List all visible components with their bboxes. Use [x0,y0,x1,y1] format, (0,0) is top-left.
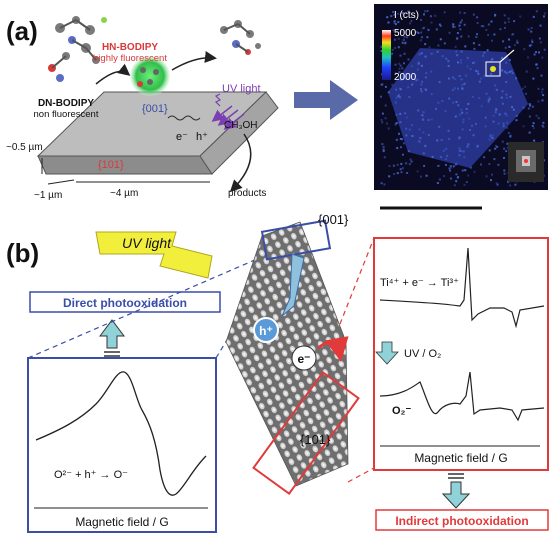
panel-b-label: (b) [6,238,39,268]
facet-001-label-b: {001} [318,212,349,227]
panel-a: (a) [6,4,548,210]
blue-connector-bottom [27,255,265,359]
red-connector-top [339,237,375,325]
electron-wave-icon [167,115,201,121]
left-epr-box [27,357,217,533]
up-arrow-icon [99,319,125,357]
facet-001-box [260,219,332,261]
uv-wave-icon [214,93,222,107]
width-long-label: ~4 µm [110,188,138,199]
dn-bodipy-label: DN-BODIPY [38,98,94,109]
big-blue-arrow [294,80,358,120]
colorbar-title: I (cts) [394,10,419,21]
right-species: O₂⁻ [392,405,411,417]
electron-curved-arrow [317,336,349,362]
hrtem-crystal [225,221,349,487]
facet-101-box [252,370,360,496]
panel-b: (b) UV light Direct photooxidation O²⁻ +… [6,212,549,533]
width-short-dim-line [47,179,75,185]
fluorescence-map: I (cts) 5000 2000 [374,4,548,190]
products-arrow [229,133,252,193]
right-condition: UV / O₂ [404,348,441,360]
hn-bodipy-label: HN-BODIPY [102,42,158,53]
hole-arrow-icon [281,253,305,317]
colorbar-min: 2000 [394,72,417,83]
hole-circle [253,317,279,343]
electron-label-a: e⁻ [176,131,188,143]
methanol-label: CH₃OH [224,120,258,131]
uv-light-label-b: UV light [122,235,172,251]
dn-bodipy-molecule-icon [48,16,107,82]
right-epr-spectrum-bottom [379,371,545,422]
hn-bodipy-glow-icon [130,56,170,96]
colorbar-max: 5000 [394,28,417,39]
width-short-label: ~1 µm [34,190,62,201]
colorbar [382,30,391,80]
down-arrow-icon [441,473,471,509]
product-molecule-icon [220,20,261,55]
reaction-arrow-out [171,51,217,71]
red-connector-bottom [347,467,375,483]
facet-101-label-a: {101} [98,159,124,171]
hole-label-a: h⁺ [196,131,208,143]
indirect-photooxidation-label: Indirect photooxidation [395,514,528,528]
left-epr-spectrum [35,371,207,496]
direct-photooxidation-label: Direct photooxidation [63,296,187,310]
electron-label-b: e⁻ [297,352,310,366]
facet-101-label-b: {101} [300,432,331,447]
right-xlabel: Magnetic field / G [414,451,507,465]
right-epr-spectrum-top [379,247,545,329]
reaction-arrow-in [95,63,131,85]
left-xlabel: Magnetic field / G [75,515,168,529]
products-label: products [228,188,266,199]
uv-arrow-1 [211,105,233,122]
hole-label-b: h⁺ [259,324,273,338]
uv-lightning-icon [95,231,213,279]
dn-bodipy-sublabel: non fluorescent [34,109,99,120]
uv-arrow-2 [217,109,239,126]
facet-001-label-a: {001} [142,103,168,115]
thickness-label: ~0.5 µm [6,142,43,153]
electron-circle [291,345,317,371]
indirect-photooxidation-box [375,509,549,531]
direct-photooxidation-box [29,291,221,313]
down-arrow-small-icon [375,341,399,365]
uv-arrow-3 [223,113,245,130]
crystal-slab [36,91,279,175]
uv-light-label-a: UV light [222,83,261,95]
right-epr-box [373,237,549,471]
panel-a-label: (a) [6,16,38,46]
hn-bodipy-sublabel: highly fluorescent [93,53,167,64]
right-equation: Ti⁴⁺ + e⁻ → Ti³⁺ [380,277,459,289]
left-equation: O²⁻ + h⁺ → O⁻ [54,469,128,481]
hotspot-arrow [499,49,515,63]
